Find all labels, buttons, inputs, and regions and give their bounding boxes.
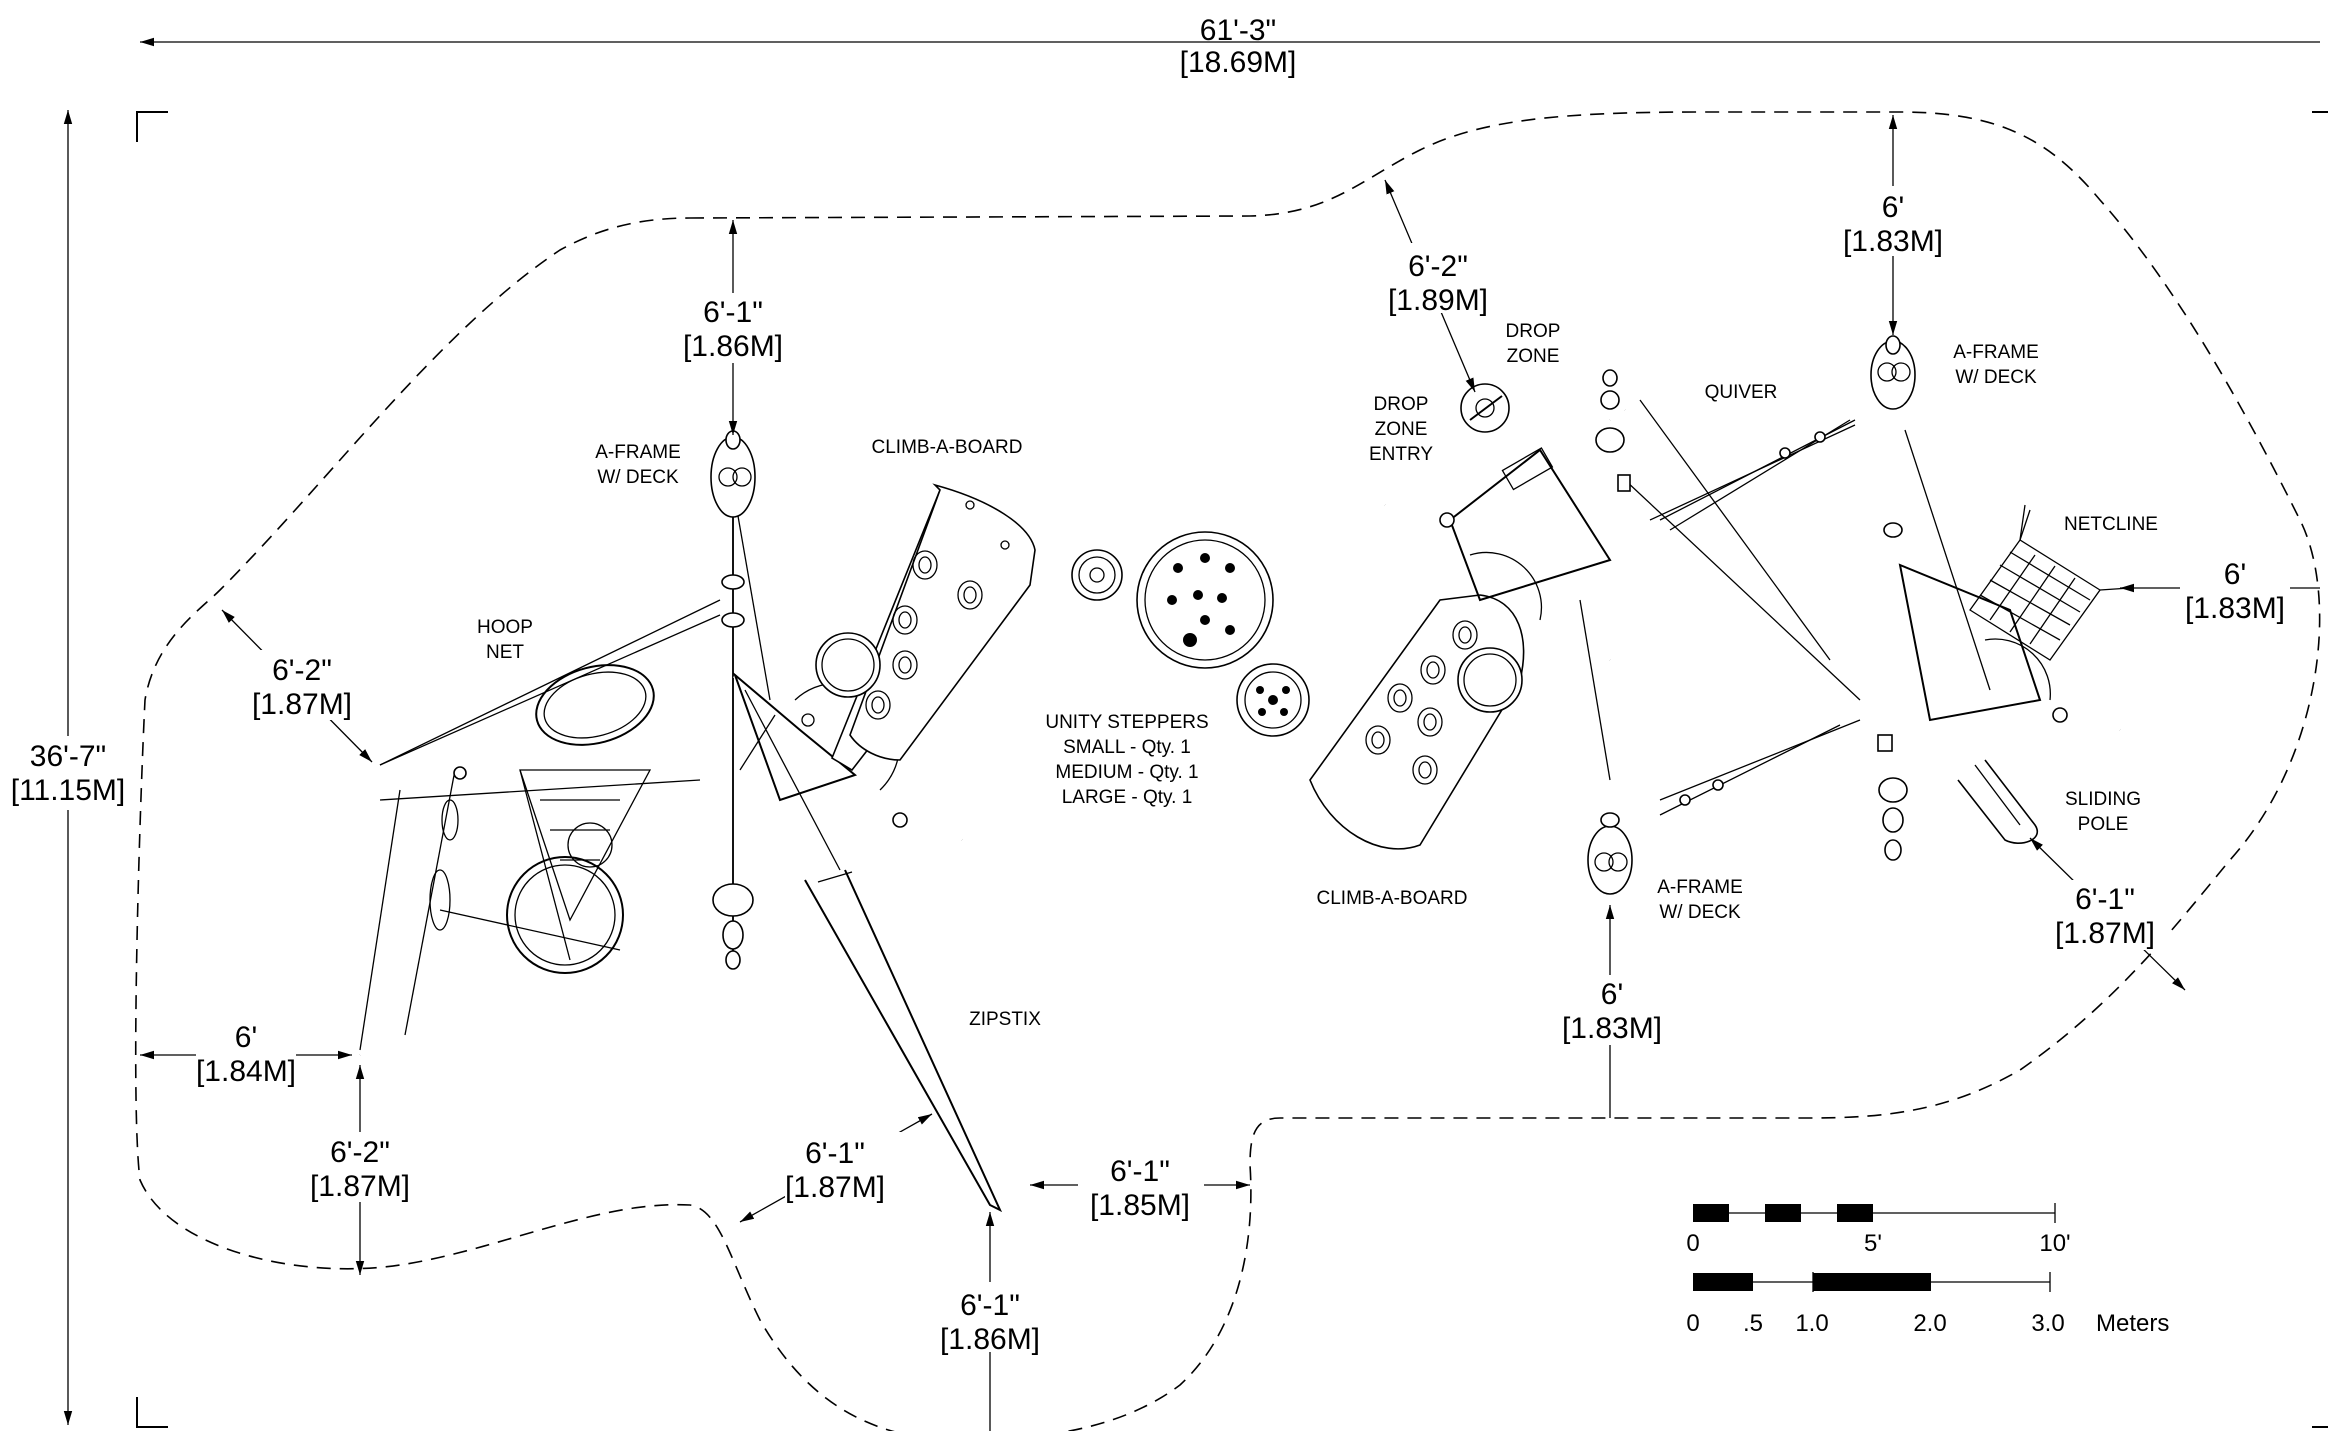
scale-metric-05: .5 <box>1743 1310 1763 1337</box>
label-aframe-right-bottom-2: W/ DECK <box>1659 902 1741 923</box>
dim-3-m: [1.84M] <box>196 1055 296 1088</box>
netcline-net <box>1969 504 2131 661</box>
dim-8-ft: 6'-2" <box>1408 250 1468 283</box>
label-aframe-right-bottom-1: A-FRAME <box>1657 877 1743 898</box>
label-unity-steppers-1: UNITY STEPPERS <box>1045 712 1208 733</box>
scale-metric-3: 3.0 <box>2031 1310 2064 1337</box>
left-structure <box>358 430 964 1058</box>
scale-imperial-10: 10' <box>2039 1230 2070 1257</box>
label-drop-zone-1: DROP <box>1506 321 1561 342</box>
label-unity-steppers-3: MEDIUM - Qty. 1 <box>1055 762 1198 783</box>
overall-width-dimension: 61'-3" [18.69M] <box>140 14 2320 79</box>
label-aframe-right-top-2: W/ DECK <box>1955 367 2037 388</box>
dim-10-m: [1.83M] <box>2185 592 2285 625</box>
label-unity-steppers-4: LARGE - Qty. 1 <box>1062 787 1193 808</box>
corner-marks <box>136 111 2328 1428</box>
dim-9-m: [1.83M] <box>1843 225 1943 258</box>
scale-imperial-0: 0 <box>1686 1230 1699 1257</box>
dim-7-m: [1.85M] <box>1090 1189 1190 1222</box>
dim-11-ft: 6'-1" <box>2075 883 2135 916</box>
label-sliding-pole-2: POLE <box>2078 814 2129 835</box>
label-netcline: NETCLINE <box>2064 514 2158 535</box>
dim-2-ft: 6'-2" <box>272 654 332 687</box>
scale-metric-2: 2.0 <box>1913 1310 1946 1337</box>
scale-unit: Meters <box>2096 1310 2169 1337</box>
dim-5-ft: 6'-1" <box>805 1137 865 1170</box>
scale-metric-0: 0 <box>1686 1310 1699 1337</box>
clearance-dimensions: 6'-1" [1.86M] 6'-2" [1.87M] 6' [1.84M] 6… <box>140 115 2320 1431</box>
label-hoop-net-1: HOOP <box>477 617 533 638</box>
use-zone-boundary <box>134 111 2321 1431</box>
dim-6-ft: 6'-1" <box>960 1289 1020 1322</box>
label-climb-board-top: CLIMB-A-BOARD <box>872 437 1023 458</box>
label-drop-zone-entry-3: ENTRY <box>1369 444 1433 465</box>
scale-bars: 0 5' 10' 0 .5 1.0 2.0 3.0 Meters <box>1686 1203 2169 1337</box>
dim-1-ft: 6'-1" <box>703 296 763 329</box>
overall-height-dimension: 36'-7" [11.15M] <box>10 110 125 1425</box>
climb-a-board-top <box>815 483 1036 772</box>
dim-6-m: [1.86M] <box>940 1323 1040 1356</box>
overall-width-m: [18.69M] <box>1180 46 1297 79</box>
dim-12-m: [1.83M] <box>1562 1012 1662 1045</box>
dim-8-m: [1.89M] <box>1388 284 1488 317</box>
label-aframe-left-1: A-FRAME <box>595 442 681 463</box>
dim-4-ft: 6'-2" <box>330 1136 390 1169</box>
dim-2-m: [1.87M] <box>252 688 352 721</box>
label-hoop-net-2: NET <box>486 642 524 663</box>
overall-height-m: [11.15M] <box>11 774 126 807</box>
zipstix <box>804 869 1003 1213</box>
unity-steppers <box>1071 531 1310 737</box>
dim-11-m: [1.87M] <box>2055 917 2155 950</box>
dim-9-ft: 6' <box>1882 191 1904 224</box>
scale-imperial-5: 5' <box>1864 1230 1882 1257</box>
label-drop-zone-2: ZONE <box>1507 346 1560 367</box>
dim-12-ft: 6' <box>1601 978 1623 1011</box>
right-structure <box>1383 335 2131 895</box>
label-drop-zone-entry-2: ZONE <box>1375 419 1428 440</box>
dim-10-ft: 6' <box>2224 558 2246 591</box>
label-aframe-right-top-1: A-FRAME <box>1953 342 2039 363</box>
component-labels: A-FRAME W/ DECK CLIMB-A-BOARD HOOP NET U… <box>477 321 2158 1030</box>
dim-4-m: [1.87M] <box>310 1170 410 1203</box>
label-zipstix: ZIPSTIX <box>969 1009 1041 1030</box>
dim-1-m: [1.86M] <box>683 330 783 363</box>
label-climb-board-bottom: CLIMB-A-BOARD <box>1317 888 1468 909</box>
label-unity-steppers-2: SMALL - Qty. 1 <box>1063 737 1191 758</box>
dim-5-m: [1.87M] <box>785 1171 885 1204</box>
dim-3-ft: 6' <box>235 1021 257 1054</box>
scale-metric-1: 1.0 <box>1795 1310 1828 1337</box>
climb-a-board-bottom <box>1309 594 1525 850</box>
label-aframe-left-2: W/ DECK <box>597 467 679 488</box>
overall-width-ft: 61'-3" <box>1200 14 1276 47</box>
label-quiver: QUIVER <box>1705 382 1778 403</box>
label-sliding-pole-1: SLIDING <box>2065 789 2141 810</box>
dim-7-ft: 6'-1" <box>1110 1155 1170 1188</box>
label-drop-zone-entry-1: DROP <box>1374 394 1429 415</box>
overall-height-ft: 36'-7" <box>30 740 106 773</box>
